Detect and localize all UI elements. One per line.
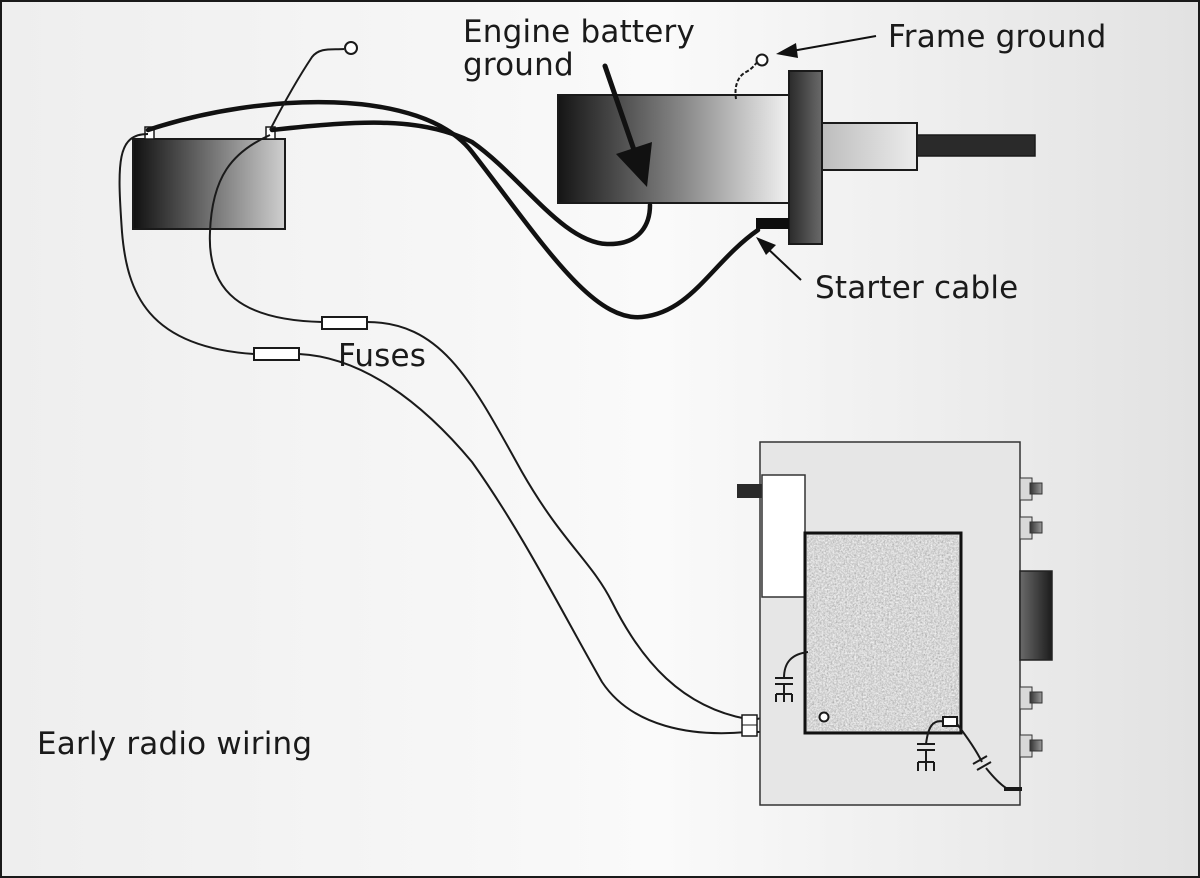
label-frame-ground: Frame ground	[888, 19, 1107, 55]
label-engine-battery-ground-line-2: ground	[463, 46, 574, 83]
starter-cable-arrow	[756, 237, 802, 281]
radio-knob-3	[1019, 686, 1043, 710]
engine-block	[557, 70, 1036, 245]
radio-speaker-grille	[807, 535, 959, 731]
fuse-lower	[253, 347, 300, 361]
radio-terminal-screw	[818, 711, 830, 723]
radio-antenna-jack	[737, 484, 763, 498]
radio-capacitor-lower	[917, 716, 1022, 791]
radio-capacitor-upper	[775, 651, 809, 702]
radio-tube-panel	[761, 474, 806, 598]
frame-ground-arrow	[776, 35, 877, 58]
battery-lead-ring	[269, 41, 358, 131]
battery	[132, 126, 286, 230]
engine-ground-cable	[269, 120, 653, 247]
fuse-upper	[321, 316, 368, 330]
radio-knob-2	[1019, 516, 1043, 540]
label-starter-cable: Starter cable	[815, 270, 1019, 306]
starter-terminal	[756, 218, 789, 229]
engine-flange-plate	[788, 70, 823, 245]
radio-knob-1	[1019, 477, 1043, 501]
radio-receiver	[737, 441, 1053, 806]
engine-shaft	[916, 134, 1036, 157]
engine-ground-arrow	[602, 63, 652, 187]
diagram-caption: Early radio wiring	[37, 726, 313, 762]
engine-shaft-housing	[821, 122, 918, 171]
radio-tuning-dial	[1019, 570, 1053, 661]
label-engine-battery-ground-line-1: Engine battery	[463, 14, 696, 50]
radio-knob-4	[1019, 734, 1043, 758]
frame-ground-lead	[734, 53, 769, 100]
starter-cable	[145, 99, 761, 320]
heavy-cables	[145, 99, 761, 320]
battery-terminal-left	[144, 126, 155, 140]
label-engine-battery-ground: Engine battery ground	[463, 16, 695, 81]
label-fuses: Fuses	[338, 338, 427, 374]
frame-ground-ring	[755, 53, 769, 67]
